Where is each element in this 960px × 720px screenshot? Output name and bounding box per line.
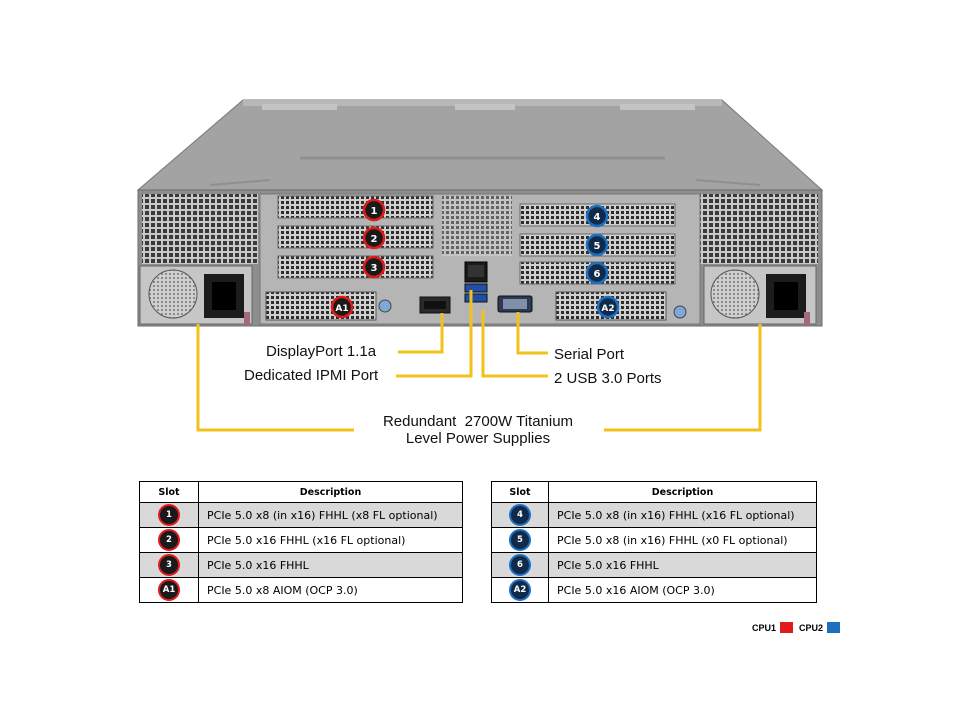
slot-badge-a1: A1 <box>330 295 354 319</box>
table-row: 2 PCIe 5.0 x16 FHHL (x16 FL optional) <box>139 527 463 553</box>
slot-badge: 3 <box>158 554 180 576</box>
svg-text:5: 5 <box>594 241 601 252</box>
table-row: 3 PCIe 5.0 x16 FHHL <box>139 552 463 578</box>
table-row: A1 PCIe 5.0 x8 AIOM (OCP 3.0) <box>139 577 463 603</box>
slot-description: PCIe 5.0 x8 AIOM (OCP 3.0) <box>198 577 463 603</box>
slot-badge: 6 <box>509 554 531 576</box>
slot-table-cpu1: Slot Description 1 PCIe 5.0 x8 (in x16) … <box>139 481 463 603</box>
svg-text:4: 4 <box>594 212 601 223</box>
usb-ports-label: 2 USB 3.0 Ports <box>554 370 662 387</box>
slot-badge: 2 <box>158 529 180 551</box>
psu-left-leader <box>196 324 354 432</box>
psu-right-leader <box>604 324 762 432</box>
slot-badges: 1 2 3 4 5 6 A1 A2 <box>330 198 620 319</box>
slot-badge: A2 <box>509 579 531 601</box>
serial-leader <box>516 312 548 355</box>
slot-description: PCIe 5.0 x16 FHHL <box>548 552 817 578</box>
io-ports <box>419 261 533 314</box>
header-slot: Slot <box>491 481 549 503</box>
table-header: Slot Description <box>139 481 463 503</box>
legend-cpu2-label: CPU2 <box>799 622 824 633</box>
legend-cpu1-label: CPU1 <box>752 622 777 633</box>
table-row: A2 PCIe 5.0 x16 AIOM (OCP 3.0) <box>491 577 817 603</box>
slot-description: PCIe 5.0 x8 (in x16) FHHL (x8 FL optiona… <box>198 502 463 528</box>
slot-badge: 1 <box>158 504 180 526</box>
psu-label: Redundant 2700W Titanium Level Power Sup… <box>360 413 596 447</box>
svg-text:A1: A1 <box>335 304 348 314</box>
svg-text:6: 6 <box>594 269 601 280</box>
slot-badge-1: 1 <box>362 198 386 222</box>
slot-description: PCIe 5.0 x16 FHHL (x16 FL optional) <box>198 527 463 553</box>
legend-cpu1-swatch <box>780 622 794 633</box>
serial-port-label: Serial Port <box>554 346 625 363</box>
slot-description: PCIe 5.0 x8 (in x16) FHHL (x16 FL option… <box>548 502 817 528</box>
slot-badge-4: 4 <box>585 204 609 228</box>
displayport-leader <box>398 313 444 354</box>
slot-badge-a2: A2 <box>596 295 620 319</box>
slot-badge: 4 <box>509 504 531 526</box>
usb-port-1 <box>464 283 488 293</box>
slot-badge: A1 <box>158 579 180 601</box>
slot-description: PCIe 5.0 x16 AIOM (OCP 3.0) <box>548 577 817 603</box>
header-description: Description <box>198 481 463 503</box>
slot-description: PCIe 5.0 x8 (in x16) FHHL (x0 FL optiona… <box>548 527 817 553</box>
ipmi-leader <box>396 290 473 378</box>
table-row: 6 PCIe 5.0 x16 FHHL <box>491 552 817 578</box>
svg-text:1: 1 <box>371 206 378 217</box>
svg-text:3: 3 <box>371 263 378 274</box>
svg-text:2: 2 <box>371 234 378 245</box>
cpu-legend: CPU1 CPU2 <box>752 622 846 633</box>
slot-badge-2: 2 <box>362 226 386 250</box>
usb-port-2 <box>464 293 488 303</box>
slot-badge-3: 3 <box>362 255 386 279</box>
table-row: 5 PCIe 5.0 x8 (in x16) FHHL (x0 FL optio… <box>491 527 817 553</box>
slot-badge: 5 <box>509 529 531 551</box>
table-header: Slot Description <box>491 481 817 503</box>
svg-text:A2: A2 <box>601 304 614 314</box>
slot-badge-6: 6 <box>585 261 609 285</box>
table-row: 1 PCIe 5.0 x8 (in x16) FHHL (x8 FL optio… <box>139 502 463 528</box>
psu-label-line2: Level Power Supplies <box>405 430 551 447</box>
header-description: Description <box>548 481 817 503</box>
callout-lines <box>196 290 762 432</box>
slot-badge-5: 5 <box>585 233 609 257</box>
psu-label-line1: Redundant 2700W Titanium <box>382 413 574 430</box>
table-row: 4 PCIe 5.0 x8 (in x16) FHHL (x16 FL opti… <box>491 502 817 528</box>
usb-leader <box>481 310 548 378</box>
legend-cpu2-swatch <box>827 622 841 633</box>
slot-description: PCIe 5.0 x16 FHHL <box>198 552 463 578</box>
ipmi-port-label: Dedicated IPMI Port <box>244 367 379 384</box>
slot-table-cpu2: Slot Description 4 PCIe 5.0 x8 (in x16) … <box>491 481 817 603</box>
displayport-label: DisplayPort 1.1a <box>266 343 377 360</box>
header-slot: Slot <box>139 481 199 503</box>
